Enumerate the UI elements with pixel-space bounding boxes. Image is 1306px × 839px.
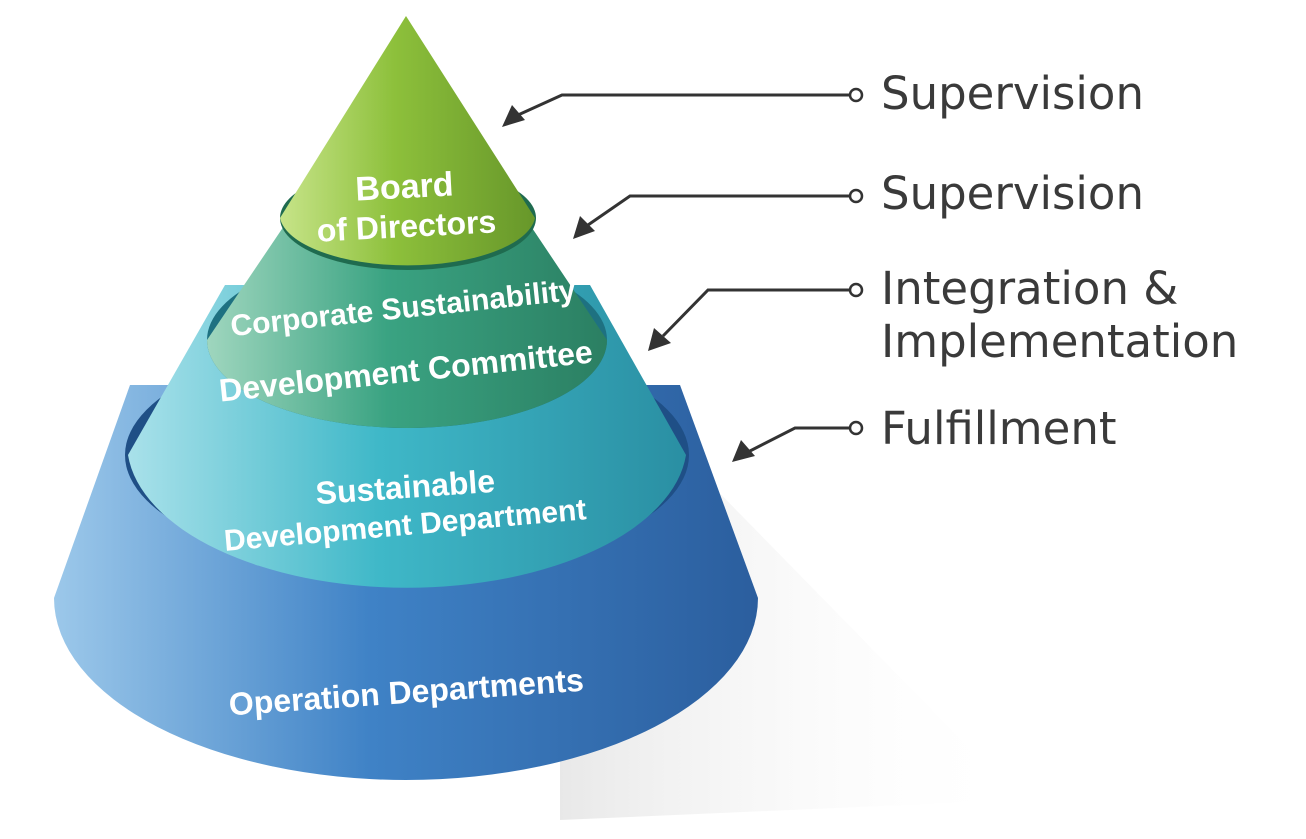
callout-arrow-integration (648, 282, 864, 351)
callout-arrow-supervision-committee (573, 188, 864, 239)
callout-label-integration-line1: Integration & (881, 262, 1179, 315)
callout-label-fulfillment: Fulfillment (881, 402, 1117, 455)
board-label-line1: Board (354, 165, 454, 208)
callout-arrow-supervision-board (502, 87, 864, 127)
callout-label-supervision-board: Supervision (881, 67, 1144, 120)
callout-arrow-fulfillment (732, 420, 864, 462)
callout-label-integration-line2: Implementation (881, 315, 1239, 368)
tier-board-of-directors (280, 16, 535, 266)
callout-label-supervision-committee: Supervision (881, 167, 1144, 220)
